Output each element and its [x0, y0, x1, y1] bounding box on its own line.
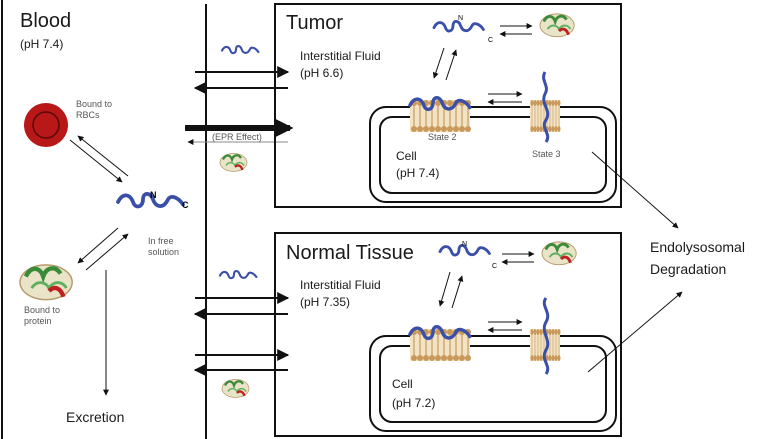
normal-cell-ph: (pH 7.2): [392, 396, 436, 410]
state3-label: State 3: [532, 149, 561, 159]
endolysosomal-label-2: Degradation: [650, 261, 727, 277]
arrow-normal-to-degradation: [587, 291, 683, 373]
tumor-protein-transport-icon: [218, 152, 249, 173]
arrow-normal-membrane-to-free: [451, 275, 464, 309]
normal-interstitial-label: Interstitial Fluid: [300, 278, 381, 292]
tumor-interstitial-label: Interstitial Fluid: [300, 49, 381, 63]
blood-c-terminus: C: [182, 200, 189, 210]
tumor-cell-ph: (pH 7.4): [396, 166, 440, 180]
normal-state3-peptide-icon: [542, 297, 550, 375]
arrow-tumor-to-degradation: [591, 151, 679, 229]
blood-title: Blood: [20, 10, 72, 32]
normal-peptide-transport-icon: [218, 269, 258, 280]
normal-interstitial-ph: (pH 7.35): [300, 295, 351, 309]
arrow-rbc-to-free: [69, 139, 123, 183]
tumor-bound-protein-icon: [538, 12, 576, 39]
arrow-tumor-free-to-membrane: [432, 47, 445, 79]
normal-bound-protein-icon: [540, 240, 578, 267]
rbc-icon: [24, 103, 68, 147]
state2-label: State 2: [428, 132, 457, 142]
tumor-cell-inner: [379, 116, 607, 194]
tumor-peptide-transport-icon: [220, 44, 260, 55]
bound-protein-label-1: Bound to: [24, 305, 61, 315]
normal-protein-transport-icon: [220, 378, 251, 399]
tumor-c-terminus: C: [488, 37, 493, 44]
tumor-interstitial-ph: (pH 6.6): [300, 66, 344, 80]
arrow-normal-free-to-membrane: [438, 271, 451, 307]
arrow-tumor-membrane-to-free: [445, 49, 458, 81]
blood-ph: (pH 7.4): [20, 37, 64, 51]
tumor-cell-outer: [369, 106, 617, 203]
arrow-free-to-protein: [77, 227, 119, 264]
tumor-cell-label: Cell: [396, 149, 417, 163]
normal-cell-inner: [379, 345, 607, 423]
bound-protein-label-2: protein: [24, 316, 52, 326]
tumor-state3-peptide-icon: [542, 71, 550, 143]
tumor-title: Tumor: [286, 12, 344, 34]
free-solution-label-1: In free: [148, 236, 174, 246]
excretion-label: Excretion: [66, 409, 125, 425]
normal-tissue-box: [274, 232, 622, 437]
tumor-n-terminus: N: [458, 15, 463, 22]
tumor-membrane-state2: [409, 99, 472, 133]
epr-effect-label: (EPR Effect): [212, 132, 262, 142]
bound-rbc-label-1: Bound to: [76, 99, 113, 109]
arrow-free-to-rbc: [77, 135, 129, 177]
normal-c-terminus: C: [492, 263, 497, 270]
endolysosomal-label-1: Endolysosomal: [650, 239, 745, 255]
free-solution-label-2: solution: [148, 247, 180, 257]
bound-protein-icon: [20, 265, 72, 300]
normal-tissue-title: Normal Tissue: [286, 242, 414, 264]
tumor-free-peptide-icon: [432, 19, 485, 33]
blood-n-terminus: N: [150, 190, 157, 200]
normal-membrane-state2: [409, 328, 472, 362]
normal-cell-label: Cell: [392, 377, 413, 391]
bound-rbc-label-2: RBCs: [76, 110, 100, 120]
normal-cell-outer: [369, 335, 617, 432]
tumor-box: [274, 3, 622, 208]
normal-n-terminus: N: [462, 241, 467, 248]
arrow-protein-to-free: [85, 233, 129, 271]
